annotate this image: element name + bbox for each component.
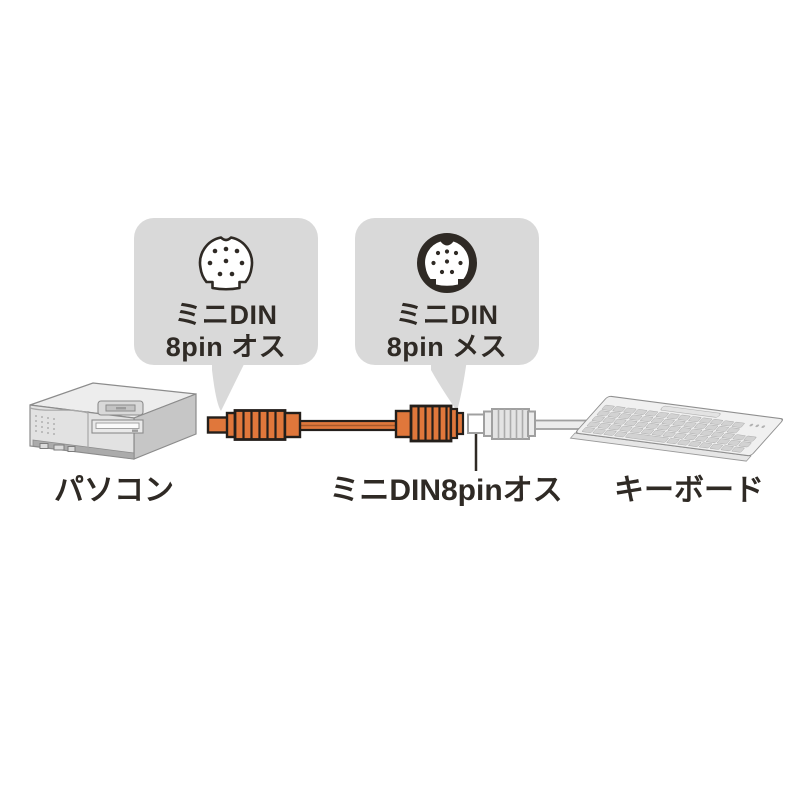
computer-label: パソコン [54,474,174,507]
keyboard-illustration [569,395,784,462]
extension-cable [206,404,465,443]
keyboard-indicator-lights [749,423,766,428]
callout-male-line2: 8pin オス [165,332,287,362]
cable-socket-female-right [394,404,465,443]
callout-tail-left [212,352,250,411]
callout-male-line1: ミニDIN [174,300,278,330]
keyboard-plug-male [467,408,536,440]
cd-drive [91,419,144,434]
keyboard-brand-slot [660,405,721,418]
floppy-drive [97,400,144,416]
cable-plug-male-left [206,409,302,441]
cable-connector-label: ミニDIN8pinオス [329,474,563,507]
mini-din-8pin-female-icon [417,233,477,293]
keyboard-keys [581,404,757,453]
keyboard-cable [531,419,588,430]
keyboard-plug-tip [467,413,485,434]
computer-illustration [29,382,197,460]
vent-dots [35,415,55,435]
keyboard-label: キーボード [614,474,764,507]
mini-din-8pin-male-icon [198,236,254,291]
callout-female-connector: ミニDIN 8pin メス [355,218,539,365]
callout-tail-right [431,352,468,411]
callout-male-connector: ミニDIN 8pin オス [134,218,318,365]
callout-female-line2: 8pin メス [386,332,508,362]
callout-female-line1: ミニDIN [395,300,499,330]
front-buttons [39,443,76,452]
